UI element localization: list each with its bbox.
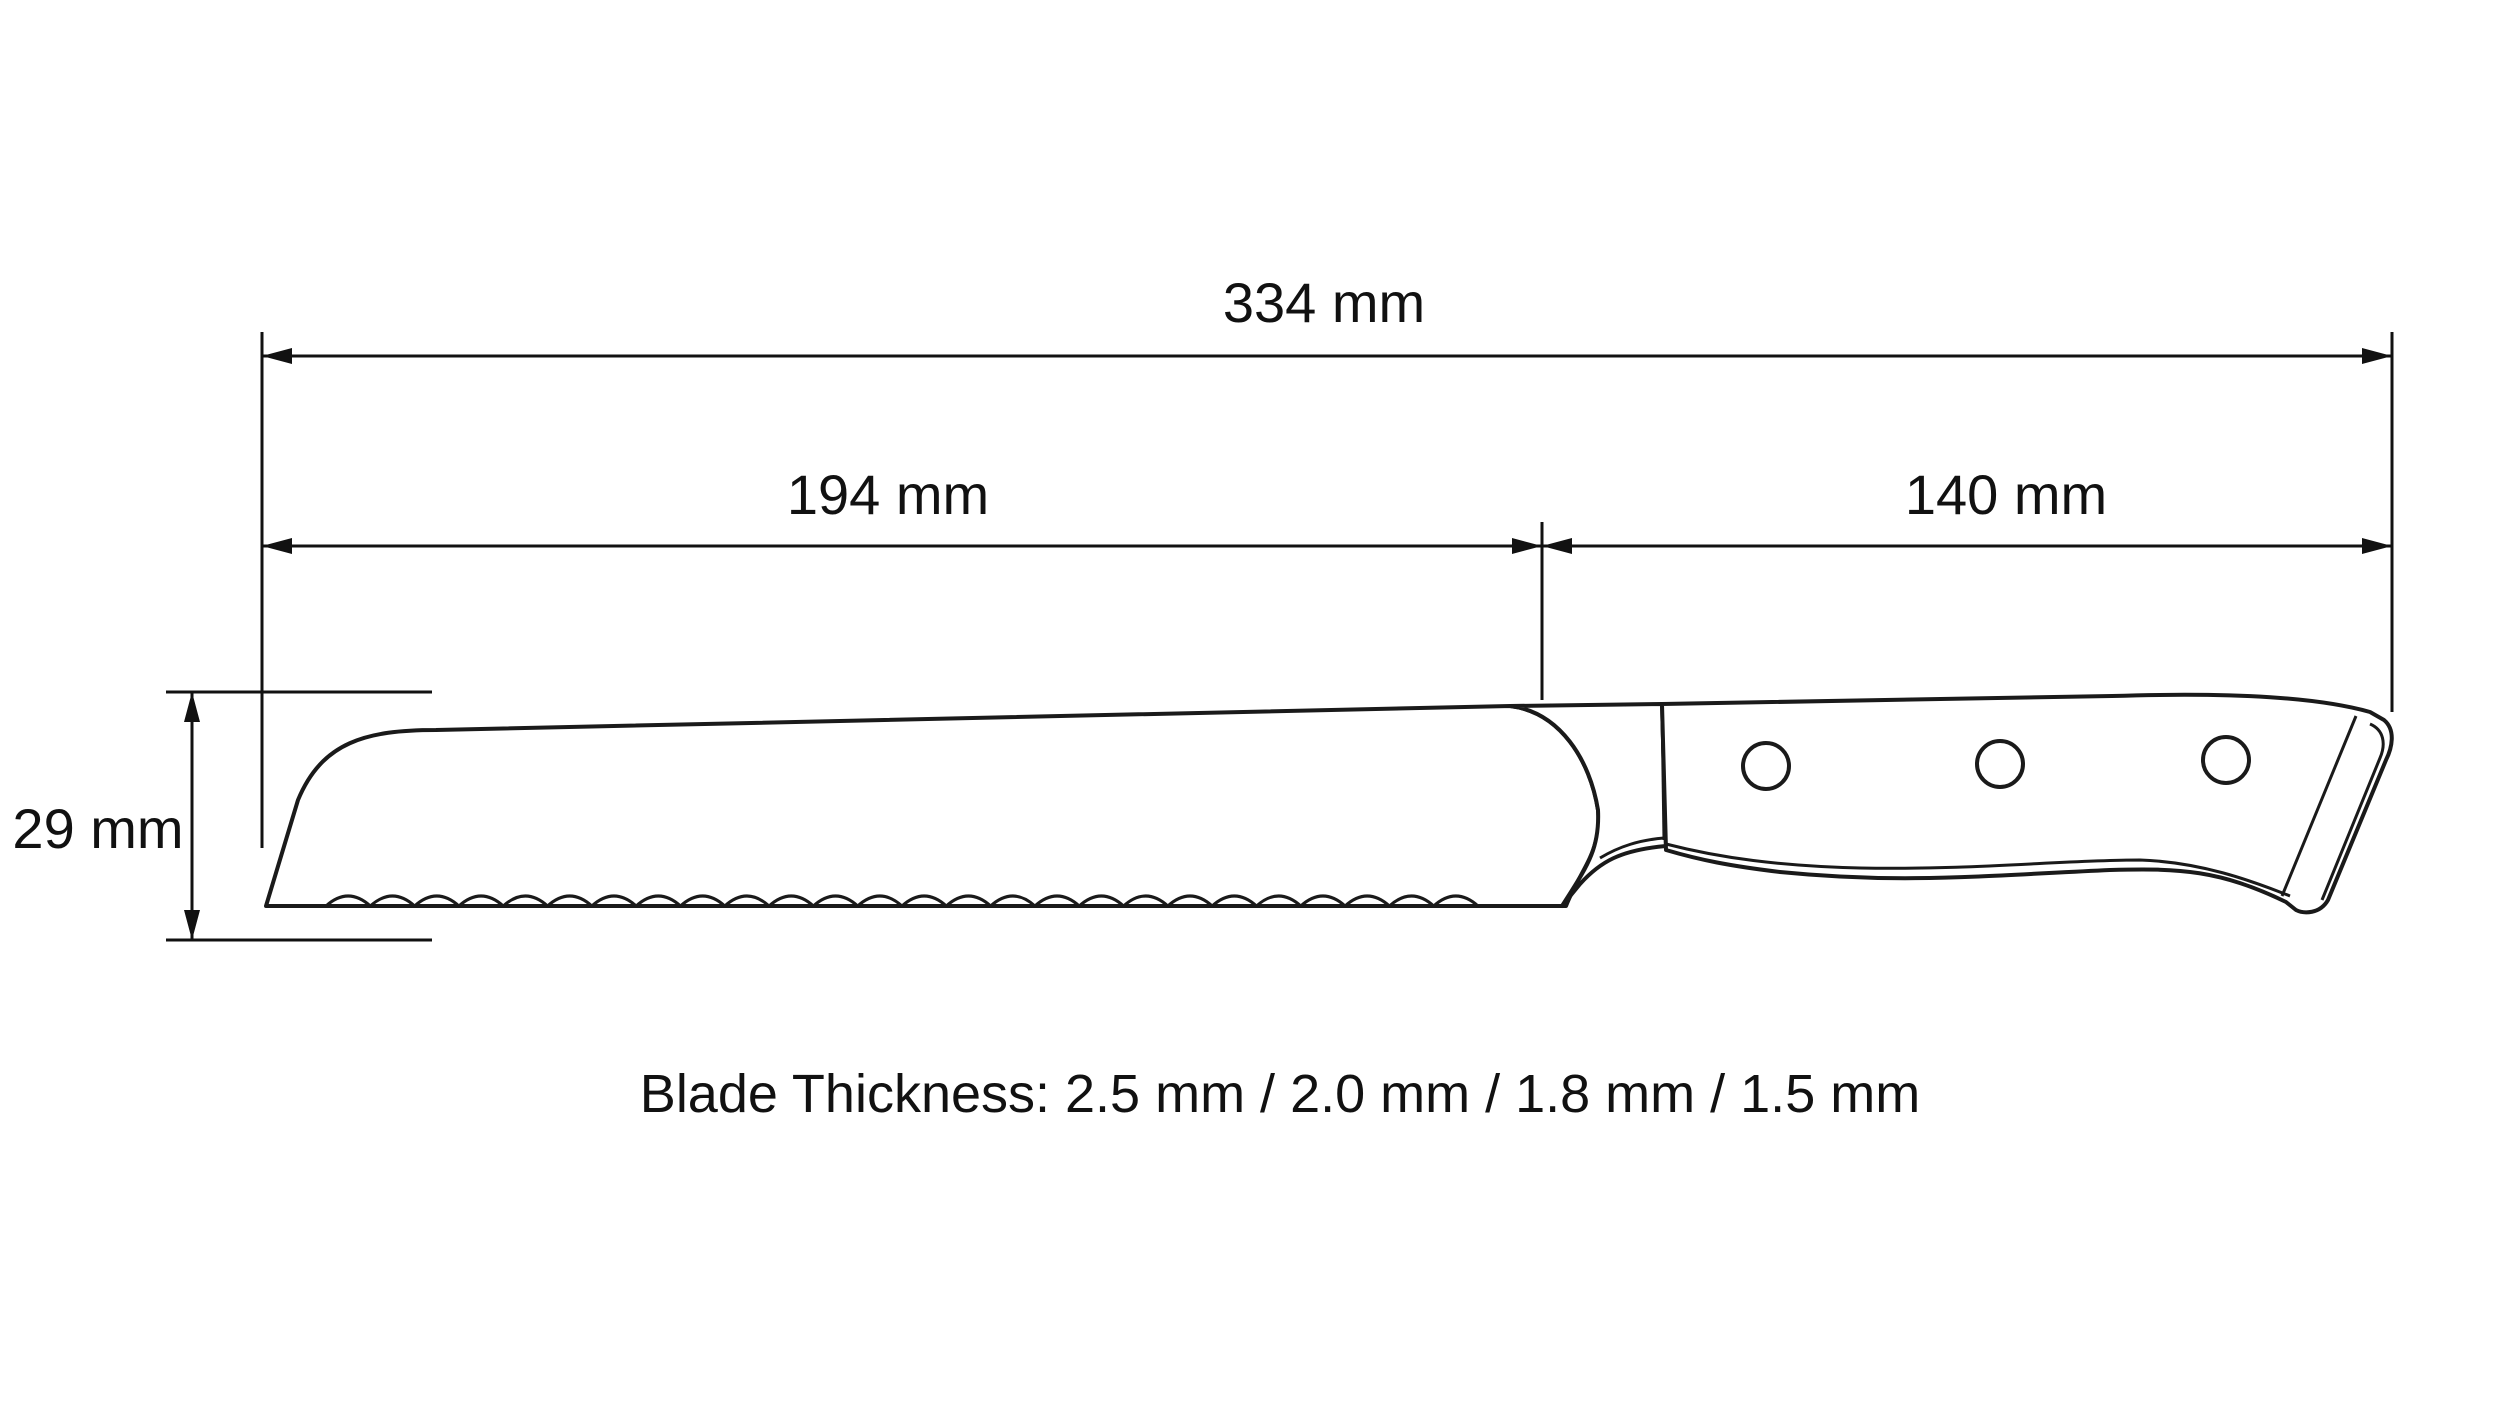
- end-cap-line: [2280, 715, 2358, 897]
- blade-outline: [264, 704, 1601, 908]
- arrow-right-icon: [1512, 538, 1542, 554]
- rivet-icon: [1975, 739, 2025, 789]
- arrow-left-icon: [262, 538, 292, 554]
- arrow-right-icon: [2362, 348, 2392, 364]
- handle-lower-edge: [1665, 842, 2291, 898]
- blade-length-dimension: 194 mm: [262, 463, 1542, 554]
- blade-length-label: 194 mm: [787, 463, 989, 526]
- handle-length-label: 140 mm: [1905, 463, 2107, 526]
- bolster: [1508, 702, 1668, 908]
- bolster-lower-line: [1599, 836, 1665, 860]
- end-cap-inner-line: [2320, 722, 2385, 901]
- arrow-right-icon: [2362, 538, 2392, 554]
- arrow-left-icon: [1542, 538, 1572, 554]
- overall-length-dimension: 334 mm: [262, 271, 2392, 364]
- blade-height-dimension: 29 mm: [12, 692, 200, 940]
- arrow-down-icon: [184, 910, 200, 940]
- rivet-icon: [1741, 741, 1791, 791]
- rivet-icon: [2201, 735, 2251, 785]
- arrow-up-icon: [184, 692, 200, 722]
- extension-lines: [166, 332, 2394, 942]
- serrated-edge: [324, 894, 1480, 909]
- arrow-left-icon: [262, 348, 292, 364]
- bread-knife-illustration: [264, 692, 2394, 915]
- handle: [1660, 692, 2394, 915]
- handle-length-dimension: 140 mm: [1542, 463, 2392, 554]
- blade-thickness-caption: Blade Thickness: 2.5 mm / 2.0 mm / 1.8 m…: [640, 1064, 1920, 1124]
- overall-length-label: 334 mm: [1223, 271, 1425, 334]
- blade-height-label: 29 mm: [12, 797, 183, 860]
